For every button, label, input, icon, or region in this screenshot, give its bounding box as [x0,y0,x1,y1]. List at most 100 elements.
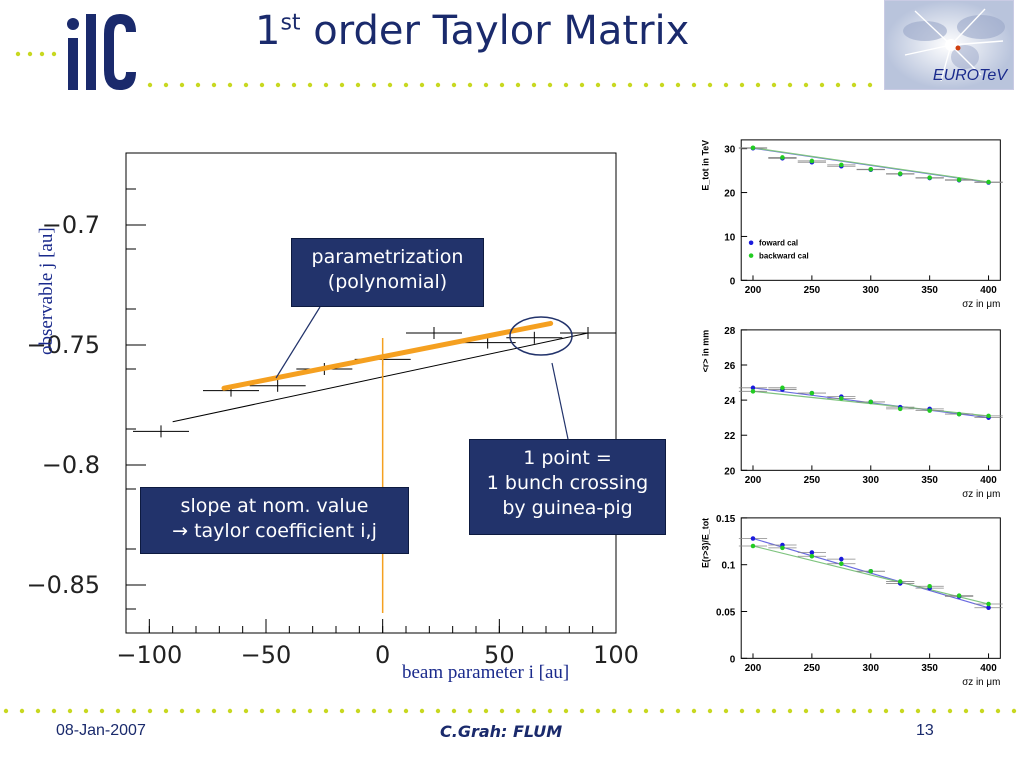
x-tick-label: −50 [241,641,292,669]
divider-dot [499,708,505,714]
divider-dot [547,708,553,714]
x-tick-label: 400 [980,285,997,296]
divider-dot [707,708,713,714]
divider-dot [627,708,633,714]
callout-line: 1 bunch crossing [486,472,649,494]
divider-dot [99,708,105,714]
x-tick-label: 400 [980,663,997,674]
divider-dot [339,82,345,88]
divider-dot [675,708,681,714]
plot-frame [125,152,617,634]
slide-title: 1st order Taylor Matrix [255,8,815,78]
divider-dot [707,82,713,88]
x-tick-label: 250 [804,663,821,674]
side-data-point [897,406,903,412]
side-plot-bg [695,320,1005,500]
side-fit-line [752,147,989,183]
divider-dot [675,82,681,88]
callout-line: → taylor coefficient i,j [172,520,377,542]
divider-dot [483,708,489,714]
slope-callout: slope at nom. value → taylor coefficient… [140,487,409,554]
divider-dot [371,82,377,88]
y-tick-label: 20 [724,189,735,200]
callout-line: by guinea-pig [502,497,633,519]
divider-dot [259,708,265,714]
divider-dot [819,708,825,714]
side-x-axis-label: σz in μm [962,299,1000,310]
side-y-axis-label: E_tot in TeV [701,140,711,191]
y-tick-label: 0 [730,654,736,665]
divider-dot [883,708,889,714]
side-data-point [809,554,815,559]
divider-dot [803,82,809,88]
divider-dot [467,708,473,714]
divider-dot [211,708,217,714]
side-data-point [956,411,962,417]
divider-dot [531,82,537,88]
divider-dot [451,82,457,88]
x-axis-label: beam parameter i [au] [402,662,570,683]
y-tick-label: 24 [724,396,735,407]
divider-dot [403,82,409,88]
title-number: 1 [255,8,281,54]
divider-dot [755,82,761,88]
divider-dot [115,708,121,714]
divider-dot [307,82,313,88]
side-y-axis-label: E(r>3)/E_tot [701,518,711,568]
divider-dot [1011,708,1017,714]
x-tick-label: 200 [745,663,762,674]
legend-marker [748,240,754,246]
divider-dot [147,708,153,714]
side-plot-frame [740,139,1001,281]
eurotev-logo-text: EUROTeV [932,67,1007,84]
side-data-point [868,167,874,172]
x-tick-label: 350 [921,285,938,296]
divider-dot [979,708,985,714]
divider-dot [211,82,217,88]
footer-page-number: 13 [916,722,934,739]
side-fit-line [752,545,989,605]
y-tick-label: 26 [724,361,735,372]
y-tick-label: 10 [724,232,735,243]
side-data-point [839,162,844,168]
divider-dot [483,82,489,88]
legend-label: backward cal [759,252,809,261]
side-data-point [839,556,844,562]
divider-dot [195,708,201,714]
divider-dot [323,82,329,88]
divider-dot [579,82,585,88]
bottom-dot-divider [3,708,1017,714]
divider-dot [835,82,841,88]
divider-dot [659,82,665,88]
divider-dot [691,708,697,714]
x-tick-label: 400 [980,475,997,486]
parametrization-callout: parametrization (polynomial) [291,238,484,307]
divider-dot [467,82,473,88]
side-data-point [986,413,991,419]
parametrization-leader [275,306,321,379]
divider-dot [915,708,921,714]
y-tick-label: 0 [730,276,736,287]
footer-date: 08-Jan-2007 [56,722,146,739]
divider-dot [643,708,649,714]
divider-dot [739,82,745,88]
x-tick-label: 100 [593,641,639,669]
x-tick-label: 300 [863,475,880,486]
side-data-point [750,385,756,391]
y-tick-label: 0.15 [716,514,736,525]
side-data-point [750,389,756,394]
side-data-point [986,179,991,185]
divider-dot [435,708,441,714]
divider-dot [3,708,9,714]
y-tick-label: −0.8 [42,451,100,479]
y-tick-label: −0.75 [26,331,100,359]
y-tick-label: 22 [724,431,735,442]
divider-dot [659,708,665,714]
side-data-point [809,158,815,164]
divider-dot [931,708,937,714]
divider-dot [163,82,169,88]
